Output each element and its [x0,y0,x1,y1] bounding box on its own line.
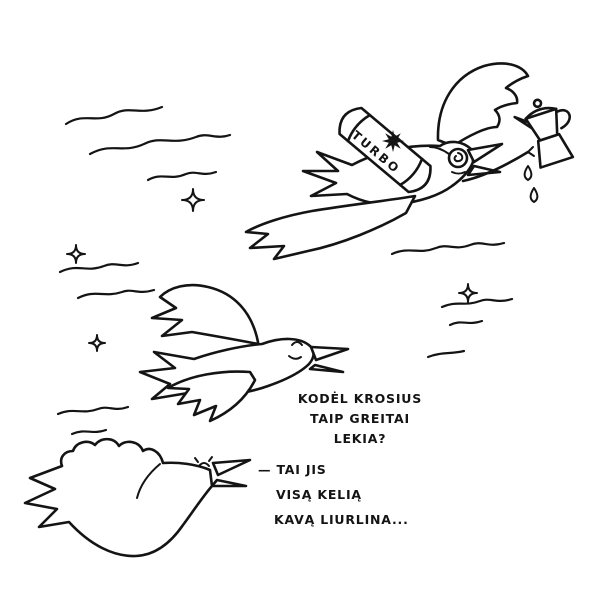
rocket-band-front [398,157,424,187]
goggle-eye [447,147,469,169]
claw-toe [527,151,535,157]
speech-line: — TAI JIS [258,462,327,477]
pot-spout [513,115,534,130]
eyelash [194,457,199,463]
upper-wing [436,62,530,148]
eyelash [208,456,213,462]
sparkle-icon [181,188,205,212]
pot-lower-chamber [536,132,575,169]
lower-wing [166,370,257,423]
speech-question: KODĖL KROSIUS TAIP GREITAI LEKIA? [296,389,424,449]
sparkle-icon [88,334,106,352]
cheek-line [451,171,466,175]
answer-bird [23,437,252,558]
wind-line [426,349,466,359]
question-bird [138,283,350,423]
sparkle-icon [458,283,478,303]
speech-line: KODĖL KROSIUS [297,391,423,406]
speech-line: LEKIA? [333,431,387,446]
coffee-drop [523,165,533,181]
sparkle-icon [66,244,86,264]
coffee-drop [529,187,539,203]
beak-lower [210,478,248,488]
wind-line [440,297,514,309]
wind-line [76,288,156,300]
wing-fold-line [136,463,161,499]
wind-lines [56,105,514,436]
beak-upper [309,345,350,362]
wind-line [448,319,484,327]
wind-line [146,170,218,182]
sparkles [66,188,478,352]
wind-line [58,261,140,274]
turbo-bird [244,62,575,261]
wind-line [88,133,232,156]
rocket-body [338,106,432,194]
beak-upper [466,142,504,164]
pot-handle [555,109,571,130]
cheek-line [288,355,302,360]
bird-body [23,437,214,558]
beak-lower [308,363,345,374]
speech-line: KAVĄ LIURLINA... [274,512,409,527]
eye-swirl [453,152,464,163]
beak-upper [211,458,252,477]
bird-head-details [429,142,504,177]
claw-arm [461,150,530,183]
goggle-strap [429,146,450,155]
pot-lid [524,106,558,121]
coffee-drips [523,165,539,203]
wind-line [70,428,108,436]
closed-eye [198,462,210,467]
moka-coffee-pot [513,98,575,169]
wind-line [390,241,506,256]
speech-answer: — TAI JIS VISĄ KELIĄ KAVĄ LIURLINA... [258,457,409,532]
claw [461,146,535,183]
lower-wing [244,194,417,261]
upper-wing [150,283,260,346]
starburst-icon [382,130,404,152]
pot-knob [532,98,543,109]
turbo-jetpack [338,106,432,194]
speech-line: VISĄ KELIĄ [276,487,362,502]
wind-line [56,405,130,416]
wind-line [64,105,164,126]
speech-line: TAIP GREITAI [310,411,410,426]
claw-toe [527,146,534,153]
rocket-band-rear [346,113,372,143]
closed-eye [291,341,303,346]
